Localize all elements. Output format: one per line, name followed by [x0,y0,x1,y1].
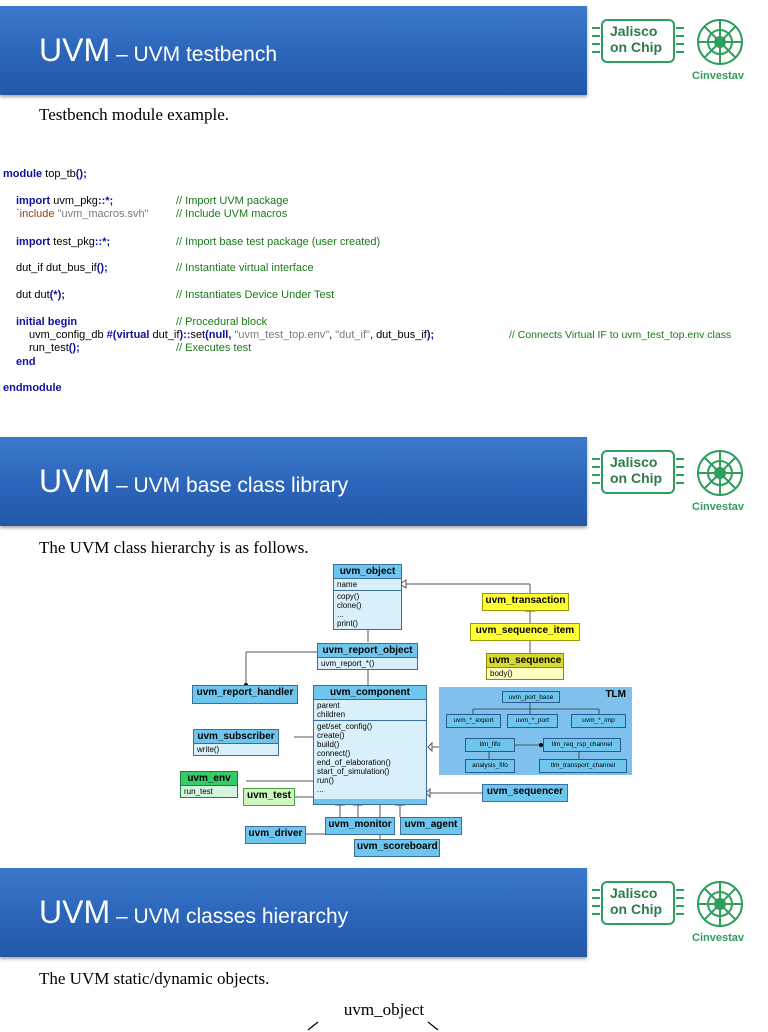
tlm-group: TLM uvm_port_base uvm_*_export uvm_*_por… [439,687,632,775]
jalisco-cinvestav-logo: Jalisco on Chip Cinvestav [590,437,768,517]
slide-intro-text: The UVM static/dynamic objects. [39,969,270,988]
slide-intro-text: The UVM class hierarchy is as follows. [39,538,309,557]
tlm-imp-node: uvm_*_imp [571,714,626,728]
uvm-object-node: uvm_object name copy() clone() ... print… [333,564,402,630]
slide-title: UVM – UVM testbench [39,32,278,68]
code-line: dut_if dut_bus_if(); [16,262,108,274]
code-line: module top_tb(); [3,168,87,180]
code-comment: // Import UVM package [176,195,289,207]
jalisco-cinvestav-logo: Jalisco on Chip Cinvestav [590,6,768,86]
tlm-req-rsp-channel-node: tlm_req_rsp_channel [543,738,621,752]
tlm-fifo-node: tlm_fifo [465,738,515,752]
code-line: initial begin [16,316,78,328]
uvm-report-handler-node: uvm_report_handler [192,685,298,704]
code-line: import test_pkg::*; [16,236,111,248]
slide-header-banner: UVM – UVM base class library [0,437,587,526]
code-comment: // Instantiates Device Under Test [176,289,335,301]
uvm-scoreboard-node: uvm_scoreboard [354,839,440,857]
uvm-transaction-node: uvm_transaction [482,593,569,611]
code-comment: // Executes test [176,342,252,354]
uvm-monitor-node: uvm_monitor [325,817,395,835]
code-comment: // Procedural block [176,316,268,328]
uvm-component-node: uvm_component parent children get/set_co… [313,685,427,805]
code-comment: // Import base test package (user create… [176,236,381,248]
code-line: run_test(); [29,342,80,354]
uvm-env-node: uvm_env run_test [180,771,238,798]
slide-header-banner: UVM – UVM classes hierarchy [0,868,587,957]
uvm-object-root-label: uvm_object [0,1000,768,1031]
code-line: end [16,356,36,368]
uvm-sequence-item-node: uvm_sequence_item [470,623,580,641]
code-line: import uvm_pkg::*; [16,195,114,207]
code-line: dut dut(*); [16,289,65,301]
jalisco-cinvestav-logo: Jalisco on Chip Cinvestav [590,868,768,948]
code-line: uvm_config_db #(virtual dut_if)::set(nul… [29,329,435,341]
uvm-agent-node: uvm_agent [400,817,462,835]
uvm-subscriber-node: uvm_subscriber write() [193,729,279,756]
uvm-test-node: uvm_test [243,788,295,806]
tlm-analysis-fifo-node: analysis_fifo [465,759,515,773]
uvm-report-object-node: uvm_report_object uvm_report_*() [317,643,418,670]
tlm-port-node: uvm_*_port [507,714,558,728]
uvm-sequence-node: uvm_sequence body() [486,653,564,680]
uvm-sequencer-node: uvm_sequencer [482,784,568,802]
code-comment: // Include UVM macros [176,208,288,220]
tlm-port-base-node: uvm_port_base [502,691,560,703]
code-comment: // Connects Virtual IF to uvm_test_top.e… [509,329,732,341]
slide-title: UVM – UVM base class library [39,463,349,499]
slide-intro-text: Testbench module example. [39,105,229,124]
code-line: endmodule [3,382,62,394]
code-line: `include "uvm_macros.svh" [16,208,149,220]
uvm-driver-node: uvm_driver [245,826,306,844]
tlm-export-node: uvm_*_export [446,714,501,728]
slide-header-banner: UVM – UVM testbench [0,6,587,95]
code-comment: // Instantiate virtual interface [176,262,314,274]
tlm-transport-channel-node: tlm_transport_channel [539,759,627,773]
slide-title: UVM – UVM classes hierarchy [39,894,349,930]
